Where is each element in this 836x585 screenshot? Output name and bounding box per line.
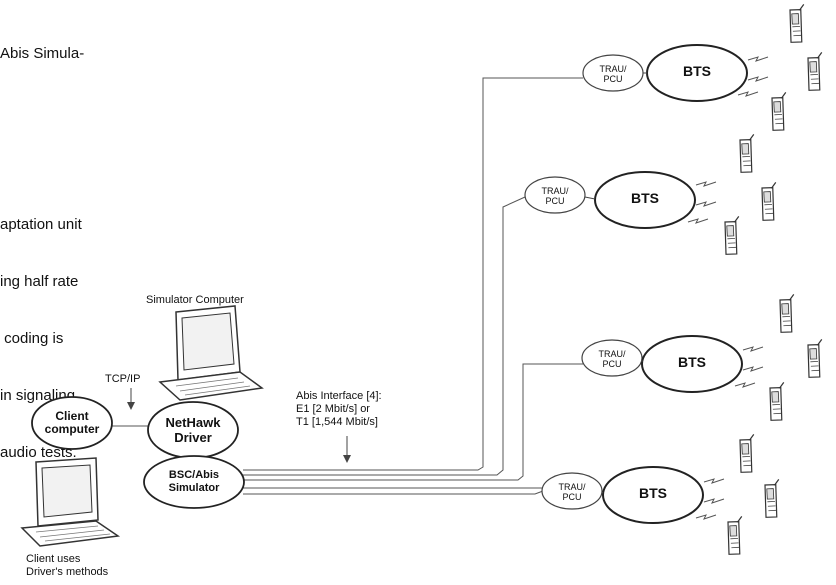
trau-pcu-oval: [524, 176, 586, 214]
client-uses-label: Client uses Driver's methods: [26, 553, 108, 579]
abis-interface-line: E1 [2 Mbit/s] or: [296, 403, 370, 415]
nethawk-driver-label: NetHawk Driver: [166, 415, 221, 445]
para-line: coding is: [0, 330, 64, 347]
abis-links: [243, 77, 583, 495]
bts-oval: [641, 335, 743, 393]
trau-pcu-label: TRAU/ PCU: [600, 64, 627, 84]
tcpip-label: TCP/IP: [105, 373, 141, 385]
abis-interface-line: T1 [1,544 Mbit/s]: [296, 416, 378, 428]
client-uses-line: Driver's methods: [26, 566, 109, 578]
tcpip-arrow: [127, 388, 135, 410]
trau-line: PCU: [562, 492, 582, 502]
client-computer-oval: [31, 396, 113, 450]
client-uses-line: Client uses: [26, 553, 81, 565]
bts-label: BTS: [631, 190, 659, 206]
bsc-abis-simulator-oval: [143, 455, 245, 509]
trau-pcu-label: TRAU/ PCU: [599, 349, 626, 369]
bsc-abis-simulator-label: BSC/Abis Simulator: [169, 469, 220, 495]
bts-oval: [602, 466, 704, 524]
client-laptop-icon: [20, 457, 121, 547]
bts-site-2: [524, 130, 787, 259]
trau-pcu-label: TRAU/ PCU: [542, 186, 569, 206]
trau-pcu-oval: [541, 472, 603, 510]
bts-label: BTS: [639, 485, 667, 501]
trau-pcu-label: TRAU/ PCU: [559, 482, 586, 502]
trau-line: TRAU/: [599, 64, 627, 74]
bts-label: BTS: [678, 354, 706, 370]
simulator-computer-icon: [158, 305, 264, 401]
trau-line: PCU: [545, 196, 565, 206]
trau-line: TRAU/: [541, 186, 569, 196]
intro-paragraph: Abis Simula- aptation unit ing half rate…: [0, 6, 140, 481]
nethawk-driver-line: Driver: [174, 430, 212, 445]
bts-site-4: [541, 430, 790, 559]
para-line: ing half rate: [0, 273, 79, 290]
bsc-abis-line: BSC/Abis: [168, 469, 220, 481]
bts-label: BTS: [683, 63, 711, 79]
trau-line: PCU: [602, 359, 622, 369]
abis-interface-line: Abis Interface [4]:: [296, 390, 382, 402]
para-line: Abis Simula-: [0, 45, 85, 62]
client-computer-line: Client: [55, 409, 89, 423]
trau-line: PCU: [603, 74, 623, 84]
nethawk-driver-line: NetHawk: [165, 415, 221, 430]
simulator-computer-label: Simulator Computer: [146, 294, 244, 306]
trau-line: TRAU/: [558, 482, 586, 492]
trau-line: TRAU/: [598, 349, 626, 359]
bts-site-3: [581, 290, 833, 425]
bts-oval: [594, 171, 696, 229]
client-computer-label: Client computer: [45, 410, 100, 436]
bsc-abis-line: Simulator: [168, 482, 220, 494]
bts-site-1: [582, 0, 833, 135]
para-line: aptation unit: [0, 216, 82, 233]
abis-interface-label: Abis Interface [4]: E1 [2 Mbit/s] or T1 …: [296, 390, 382, 429]
abis-arrow: [343, 436, 351, 463]
client-computer-line: computer: [44, 422, 100, 436]
